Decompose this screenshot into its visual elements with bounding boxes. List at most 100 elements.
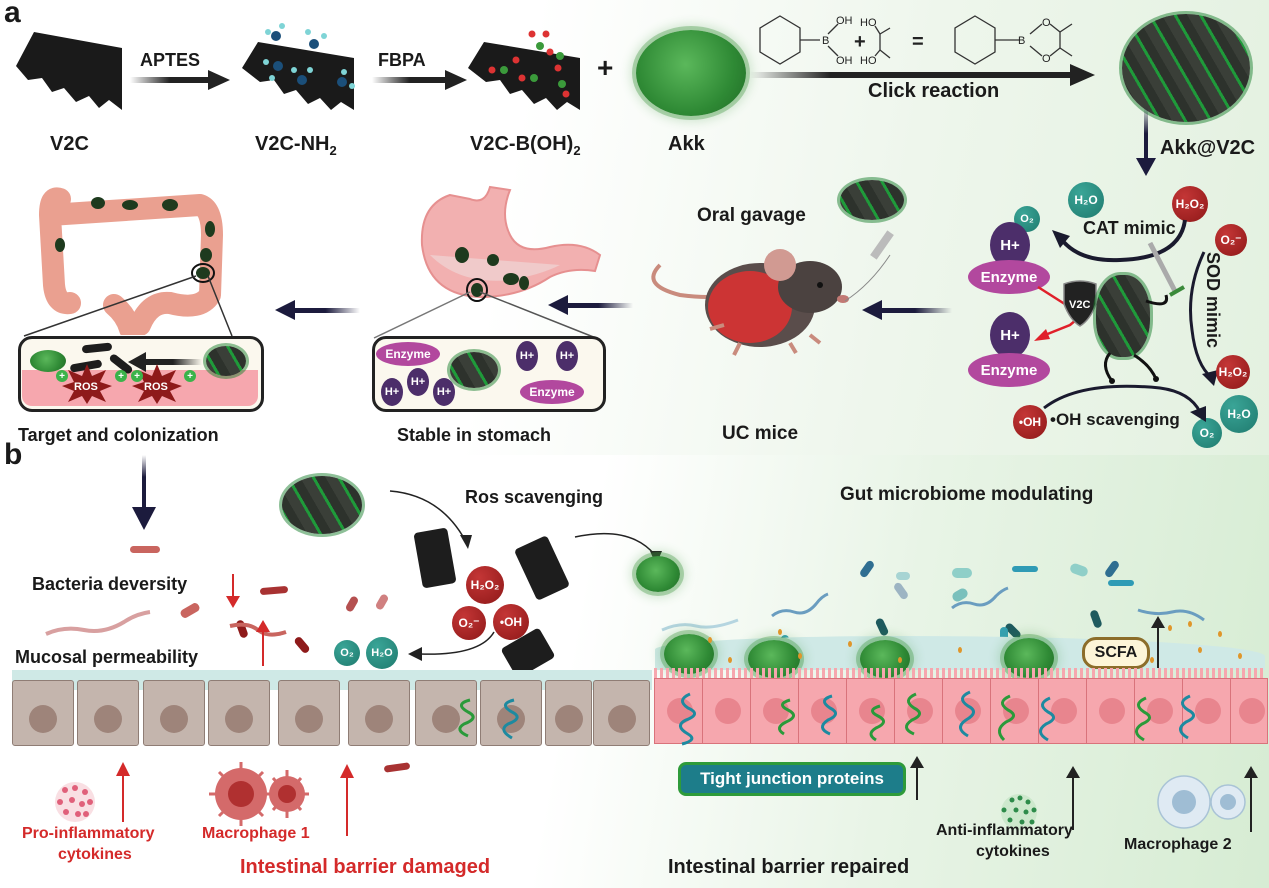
macrophage-2-icon xyxy=(1157,775,1246,829)
ester-o-top: O xyxy=(1042,17,1051,29)
arrow-click-reaction xyxy=(750,64,1095,86)
ester-o-bottom: O xyxy=(1042,53,1051,65)
healthy-epithelial-cell xyxy=(990,678,1040,744)
stomach-enzyme-1: Enzyme xyxy=(376,342,440,366)
healthy-epithelial-cell xyxy=(702,678,752,744)
gut-microbiome-title: Gut microbiome modulating xyxy=(840,484,1094,505)
ros-scavenging-title: Ros scavenging xyxy=(465,487,604,507)
hydroxyl-top: OH xyxy=(836,15,853,27)
decrease-arrow-red xyxy=(226,574,240,608)
colon-icon xyxy=(39,187,223,335)
subscript-2: 2 xyxy=(573,143,581,158)
v2c-boh2-icon xyxy=(468,30,580,110)
reagent-aptes: APTES xyxy=(140,50,201,70)
cat-mimic-arrow xyxy=(1052,219,1187,263)
plus-marker: + xyxy=(131,370,143,382)
spiral-bacterium-healthy xyxy=(771,592,829,618)
stomach-enzyme-2: Enzyme xyxy=(520,380,584,404)
enzyme-bottom: Enzyme xyxy=(968,353,1050,387)
h2o2-molecule-product: H₂O₂ xyxy=(1216,355,1250,389)
label-v2c-nh2-text: V2C-NH xyxy=(255,133,330,155)
increase-arrow-black xyxy=(1151,616,1165,668)
tight-junction-proteins-repaired xyxy=(679,690,1195,746)
label-akk: Akk xyxy=(668,133,705,155)
hydroxyl-radical: •OH xyxy=(1013,405,1047,439)
superoxide-molecule-b: O₂⁻ xyxy=(452,606,486,640)
arrow-aptes xyxy=(130,70,230,90)
arrow-to-stomach xyxy=(548,295,633,315)
v2c-flake-icon xyxy=(16,32,122,110)
increase-arrow-red xyxy=(256,620,270,666)
hydroxyl-bottom: OH xyxy=(836,55,853,67)
panel-a-label: a xyxy=(4,0,21,29)
h2o2-molecule: H₂O₂ xyxy=(1172,186,1208,222)
plus-sign: + xyxy=(597,52,614,83)
spiral-bacterium-healthy xyxy=(661,618,739,632)
stomach-proton: H+ xyxy=(381,378,403,406)
superoxide-molecule: O₂⁻ xyxy=(1215,224,1247,256)
damaged-epithelial-cell xyxy=(208,680,270,746)
pathogenic-bacterium xyxy=(130,546,160,553)
anti-inflammatory-label-line1: Anti-inflammatory xyxy=(936,822,1073,839)
macrophage-2-label: Macrophage 2 xyxy=(1124,836,1232,853)
bacteria-diversity-label: Bacteria deversity xyxy=(32,574,188,594)
akk-v2c-character xyxy=(1096,275,1150,357)
akk-bacterium-panel-b xyxy=(636,556,680,592)
damaged-epithelial-cell xyxy=(545,680,592,746)
ros-burst-icon: ROS xyxy=(62,364,112,404)
h2o2-molecule-b: H₂O₂ xyxy=(466,566,504,604)
barrier-damaged-label: Intestinal barrier damaged xyxy=(240,856,491,878)
arrow-to-colon xyxy=(275,300,360,320)
plus-marker: + xyxy=(184,370,196,382)
damaged-epithelial-cell xyxy=(12,680,74,746)
akk-bacterium-icon xyxy=(636,30,746,116)
stomach-akk-v2c xyxy=(450,352,498,388)
colon-akk-v2c xyxy=(206,346,246,376)
enzyme-top: Enzyme xyxy=(968,260,1050,294)
akk-v2c-composite-icon xyxy=(1122,14,1250,122)
increase-arrow-black xyxy=(1244,766,1258,832)
uc-mouse-icon xyxy=(651,230,894,356)
arrow-down-to-panel-b xyxy=(132,455,156,530)
panel-b-label: b xyxy=(4,438,23,471)
macrophage-1-label: Macrophage 1 xyxy=(202,825,310,842)
scavenging-flow-arrows xyxy=(389,490,662,565)
hydroxyl-molecule-b: •OH xyxy=(493,604,529,640)
v2c-nh2-icon xyxy=(242,23,355,110)
pro-inflammatory-label-line2: cytokines xyxy=(58,846,132,863)
oh-scavenging-label: •OH scavenging xyxy=(1050,410,1180,429)
click-chemistry-equation: B OH OH + HO HO = B O O xyxy=(759,15,1073,67)
diol-ho-top: HO xyxy=(860,17,877,29)
click-reaction-label: Click reaction xyxy=(868,80,1000,102)
damaged-epithelial-cell xyxy=(143,680,205,746)
h2o-product-b: H₂O xyxy=(366,637,398,669)
damaged-epithelial-cell xyxy=(77,680,139,746)
spiral-bacterium-healthy xyxy=(951,586,1009,610)
arrow-fbpa xyxy=(372,70,467,90)
akk-v2c-panel-b xyxy=(282,476,362,534)
plus-marker: + xyxy=(56,370,68,382)
healthy-epithelial-cell xyxy=(1230,678,1268,744)
ros-label: ROS xyxy=(74,381,98,393)
stomach-proton: H+ xyxy=(433,378,455,406)
stomach-proton: H+ xyxy=(556,341,578,371)
beneficial-bacterium xyxy=(952,568,972,578)
colon-akk-bacterium xyxy=(30,350,66,372)
ros-burst-icon: ROS xyxy=(132,364,182,404)
beneficial-bacterium xyxy=(896,572,910,580)
sod-mimic-label: SOD mimic xyxy=(1203,252,1223,349)
barrier-repaired-label: Intestinal barrier repaired xyxy=(668,856,910,878)
healthy-epithelial-cell xyxy=(798,678,848,744)
colon-release-arrow xyxy=(128,352,202,372)
h2o-molecule-product: H₂O xyxy=(1220,395,1258,433)
diol-ho-bottom: HO xyxy=(860,55,877,67)
colon-zoom-lines xyxy=(23,275,233,337)
increase-arrow-black xyxy=(1066,766,1080,830)
spiral-bacterium-healthy xyxy=(1137,608,1205,622)
stomach-icon xyxy=(420,185,602,302)
damaged-epithelial-cell xyxy=(348,680,410,746)
subscript-2: 2 xyxy=(329,143,337,158)
v2c-shield-icon: V2C xyxy=(1063,280,1097,327)
spiral-bacterium xyxy=(45,610,151,636)
o2-molecule-product: O₂ xyxy=(1192,418,1222,448)
